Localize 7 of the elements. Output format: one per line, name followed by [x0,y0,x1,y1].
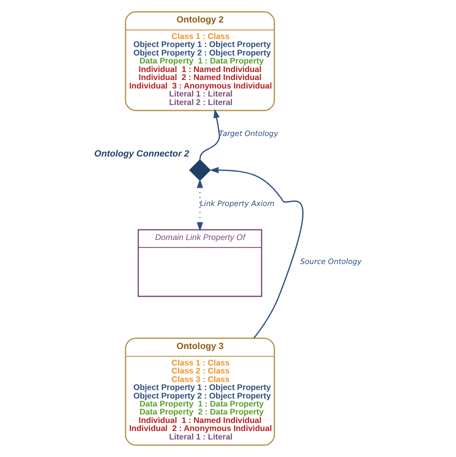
node-label: Ontology Connector 2 [94,148,189,158]
arrow [196,178,203,232]
edge-label: Source Ontology [300,257,362,266]
arrow [198,108,220,160]
arrow [209,167,303,338]
node-diamond [188,159,210,181]
edge-label: Link Property Axiom [199,199,274,208]
